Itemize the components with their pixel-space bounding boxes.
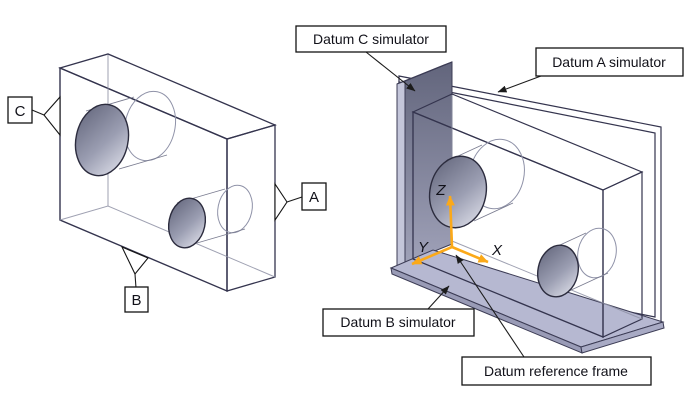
datum-c-leader-line (31, 109, 45, 116)
left-part-front-face (59, 66, 228, 293)
datum-reference-frame-label: Datum reference frame (484, 363, 628, 379)
z-axis-label: Z (435, 182, 446, 199)
left-part-figure: C A B (7, 53, 327, 313)
right-part-front-face (412, 111, 604, 338)
right-hole2-bore-bottom-line (568, 272, 609, 292)
right-hole1-bore-bottom-line (473, 202, 514, 222)
datum-b-letter: B (131, 292, 141, 309)
datum-a-simulator-leader (497, 75, 542, 93)
right-hole2-front-ellipse (537, 244, 579, 298)
datum-a-letter-box (301, 182, 327, 211)
left-hole2-back-ellipse (217, 184, 253, 234)
datum-b-simulator-label: Datum B simulator (340, 314, 455, 330)
right-hole2-back-ellipse (577, 227, 617, 279)
right-fixture-figure: Z Y X Datum C simulator Datum A simulato… (295, 25, 684, 386)
datum-c-simulator-label: Datum C simulator (313, 31, 429, 47)
datum-b-simulator-leader (427, 285, 450, 310)
datum-c-letter-box (7, 96, 33, 124)
left-part-right-face (226, 124, 276, 292)
y-axis-label: Y (418, 239, 429, 256)
datum-b-triangle (120, 245, 149, 276)
datum-reference-frame-leader (455, 254, 525, 358)
left-hole1-bore-bottom-line (118, 154, 168, 170)
z-axis-arrow (445, 195, 455, 248)
datum-a-simulator-label: Datum A simulator (552, 54, 666, 70)
datum-b-leader-line (134, 273, 137, 289)
datum-reference-frame-box (461, 356, 652, 386)
datum-a-triangle (274, 182, 288, 222)
datum-b-simulator-box (322, 308, 475, 337)
datum-c-letter: C (15, 103, 26, 120)
datum-c-triangle (43, 95, 61, 137)
y-axis-arrow (411, 245, 453, 266)
left-hole2-front-ellipse (167, 197, 207, 249)
datum-b-plate-right-edge (580, 321, 665, 354)
x-axis-arrow (451, 245, 489, 264)
x-axis-label: X (491, 242, 503, 259)
left-hole1-front-ellipse (74, 103, 130, 177)
left-hole2-bore-bottom-line (196, 228, 246, 244)
datum-a-leader-line (286, 196, 303, 203)
datum-c-simulator-leader (365, 51, 416, 92)
datum-c-plate-front-edge (396, 80, 406, 267)
datum-c-simulator-box (295, 25, 447, 53)
datum-a-simulator-box (535, 47, 684, 77)
datum-reference-frame-triad: Z Y X (411, 182, 503, 266)
datum-a-letter: A (309, 189, 319, 206)
datum-b-letter-box (124, 286, 149, 313)
